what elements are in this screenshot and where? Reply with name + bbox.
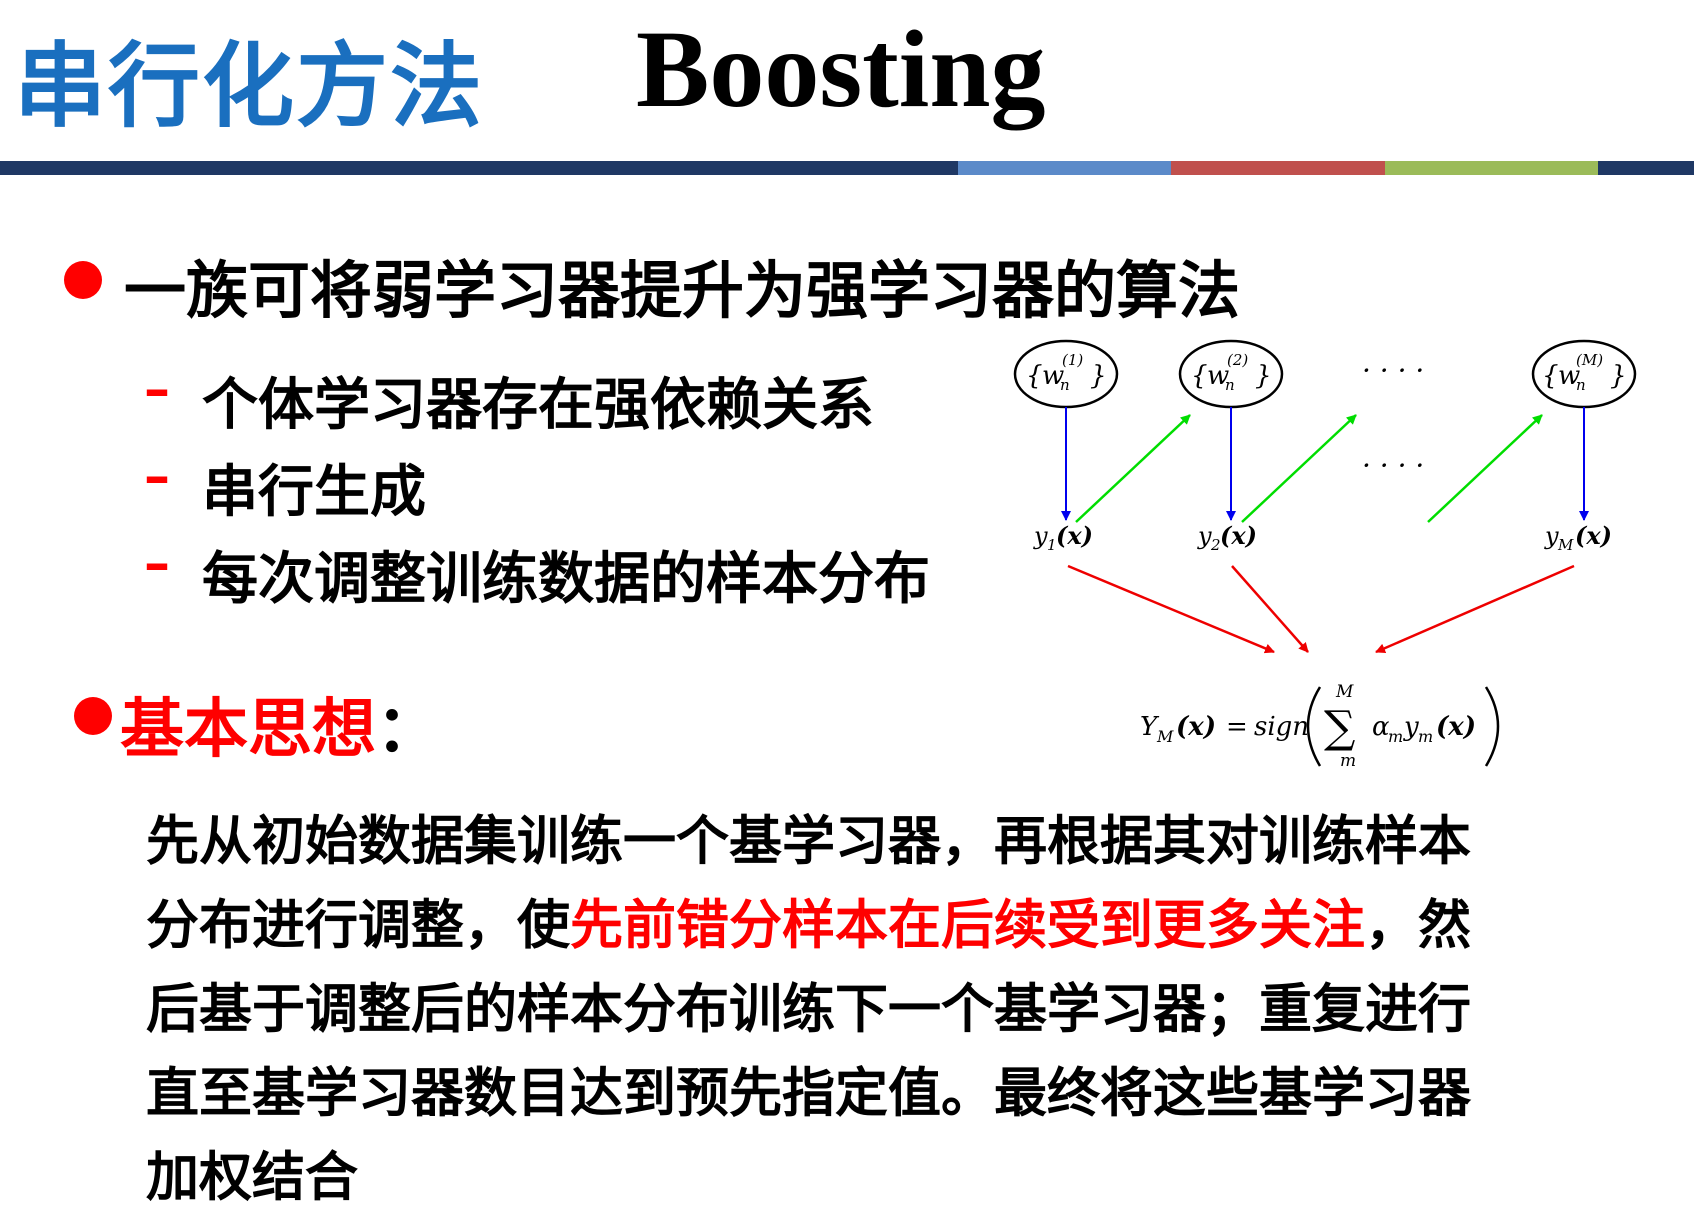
divider-segment-navy: [0, 161, 958, 175]
paragraph-line: 直至基学习器数目达到预先指定值。最终将这些基学习器: [146, 1063, 1471, 1124]
boosting-diagram: { w n (1) } { w n (2) } { w n (M) } · · …: [1013, 339, 1637, 771]
svg-text:(M): (M): [1576, 351, 1603, 369]
sub-item-dash: –: [144, 534, 170, 594]
svg-text:∑: ∑: [1324, 702, 1355, 753]
svg-text:sign: sign: [1254, 712, 1309, 742]
paragraph-line: 后基于调整后的样本分布训练下一个基学习器；重复进行: [146, 979, 1471, 1040]
svg-text:Y: Y: [1140, 712, 1160, 742]
svg-text:(1): (1): [1062, 351, 1083, 369]
svg-text:M: M: [1335, 682, 1354, 702]
divider-segment-blue: [958, 161, 1171, 175]
svg-text:(x): (x): [1056, 521, 1093, 550]
svg-text:}: }: [1255, 361, 1272, 391]
description-paragraph: 先从初始数据集训练一个基学习器，再根据其对训练样本 分布进行调整，使先前错分样本…: [146, 800, 1636, 1220]
arrow-red-M: [1375, 564, 1575, 654]
arrow-green-3: [1427, 414, 1543, 523]
svg-text:=: =: [1226, 712, 1248, 742]
svg-text:w: w: [1042, 361, 1064, 391]
arrow-green-1: [1075, 414, 1191, 523]
svg-text:n: n: [1060, 376, 1070, 394]
svg-text:(x): (x): [1436, 712, 1476, 742]
paragraph-line-part: 分布进行调整，使: [146, 895, 570, 956]
page-title-english: Boosting: [636, 8, 1046, 130]
classifier-yM: y M (x): [1544, 521, 1612, 554]
svg-text:{: {: [1026, 361, 1043, 391]
section-label-colon: ：: [376, 693, 440, 767]
paragraph-line: 分布进行调整，使先前错分样本在后续受到更多关注，然: [146, 884, 1636, 968]
svg-text:w: w: [1558, 361, 1580, 391]
sub-item-dash: –: [144, 447, 170, 507]
svg-text:m: m: [1340, 751, 1356, 771]
weight-node-1: { w n (1) }: [1013, 339, 1119, 409]
svg-text:n: n: [1225, 376, 1235, 394]
bullet-dot: [64, 261, 102, 299]
svg-text:w: w: [1207, 361, 1229, 391]
svg-text:m: m: [1388, 727, 1403, 746]
svg-text:(x): (x): [1176, 712, 1216, 742]
arrow-red-2: [1231, 565, 1309, 653]
arrow-green-2: [1241, 414, 1357, 523]
svg-text:y: y: [1544, 522, 1559, 550]
paragraph-line-part: ，然: [1365, 895, 1471, 956]
svg-text:(x): (x): [1575, 521, 1612, 550]
ellipsis-middle: · · · ·: [1362, 449, 1424, 482]
combination-formula: Y M (x) = sign M ∑ m α m y m (x): [1140, 682, 1500, 771]
highlighted-phrase: 先前错分样本在后续受到更多关注: [570, 895, 1365, 956]
svg-text:M: M: [1557, 536, 1574, 554]
svg-text:n: n: [1576, 376, 1586, 394]
svg-text:(2): (2): [1227, 351, 1248, 369]
divider-segment-red: [1171, 161, 1385, 175]
page-title-chinese: 串行化方法: [14, 33, 485, 140]
sub-item-text: 串行生成: [202, 460, 426, 525]
section-label: 基本思想：: [120, 678, 440, 770]
svg-text:y: y: [1197, 522, 1212, 550]
sub-item-text: 个体学习器存在强依赖关系: [202, 373, 874, 438]
weight-node-2: { w n (2) }: [1178, 339, 1284, 409]
svg-text:{: {: [1191, 361, 1208, 391]
paragraph-line: 先从初始数据集训练一个基学习器，再根据其对训练样本: [146, 811, 1471, 872]
divider-segment-navy-end: [1598, 161, 1694, 175]
sub-item-dash: –: [144, 360, 170, 420]
arrow-red-1: [1067, 564, 1275, 654]
svg-text:2: 2: [1210, 536, 1221, 554]
classifier-y2: y 2 (x): [1197, 521, 1257, 554]
title-divider: [0, 161, 1694, 175]
svg-text:α: α: [1372, 712, 1390, 742]
paragraph-line: 加权结合: [146, 1147, 358, 1208]
section-label-text: 基本思想: [120, 693, 376, 767]
bullet-dot: [74, 697, 112, 735]
svg-text:1: 1: [1047, 536, 1057, 554]
svg-text:y: y: [1403, 712, 1419, 742]
weight-node-M: { w n (M) }: [1531, 339, 1637, 409]
svg-text:y: y: [1033, 522, 1048, 550]
classifier-y1: y 1 (x): [1033, 521, 1093, 554]
svg-text:{: {: [1542, 361, 1559, 391]
svg-text:}: }: [1610, 361, 1627, 391]
divider-segment-green: [1385, 161, 1598, 175]
bullet-main-text: 一族可将弱学习器提升为强学习器的算法: [124, 254, 1241, 327]
svg-text:}: }: [1090, 361, 1107, 391]
svg-text:M: M: [1156, 727, 1174, 746]
svg-text:m: m: [1418, 727, 1433, 746]
sub-item-text: 每次调整训练数据的样本分布: [202, 547, 930, 612]
svg-text:(x): (x): [1220, 521, 1257, 550]
ellipsis-top: · · · ·: [1362, 354, 1424, 387]
